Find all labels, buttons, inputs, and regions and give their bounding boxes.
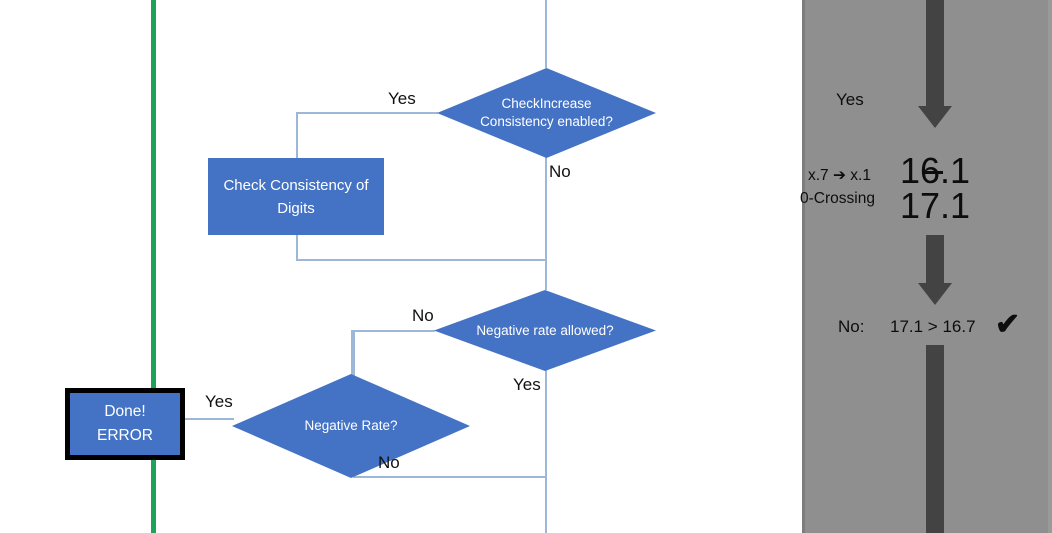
connector-yes-return-run — [296, 259, 546, 261]
process-label: Check Consistency of Digits — [223, 176, 369, 217]
branch-label-negative-allowed-no: No — [412, 306, 434, 325]
panel-arrow-2-head — [918, 283, 952, 305]
decision-label: Negative Rate? — [304, 418, 398, 433]
green-divider-line — [151, 0, 156, 533]
branch-label-negative-rate-yes: Yes — [205, 392, 233, 411]
decision-label: CheckIncrease Consistency enabled? — [480, 96, 613, 129]
connector-negrate-top-stub — [351, 330, 353, 376]
terminator-done-error[interactable]: Done! ERROR — [65, 388, 185, 460]
connector-negallowed-no-left-run — [353, 330, 435, 332]
panel-row-0-caption: x.7 ➔ x.1 — [808, 167, 871, 184]
panel-arrow-1-head — [918, 106, 952, 128]
panel-row-1-value: 17.1 — [900, 185, 971, 226]
connector-yes-left-run — [296, 112, 438, 114]
panel-arrow-1-shaft — [926, 0, 944, 108]
process-check-consistency-of-digits[interactable]: Check Consistency of Digits — [208, 158, 384, 235]
panel-left-edge — [802, 0, 805, 533]
decision-negative-rate-allowed[interactable]: Negative rate allowed? — [434, 290, 656, 371]
panel-comparison-expression: 17.1 > 16.7 — [890, 317, 976, 336]
connector-spine-top — [545, 0, 547, 68]
decision-negative-rate[interactable]: Negative Rate? — [232, 374, 470, 478]
branch-label-check-increase-no: No — [549, 162, 571, 181]
panel-arrow-3-shaft — [926, 345, 944, 533]
panel-yes-label: Yes — [836, 90, 864, 109]
terminator-line-1: Done! — [104, 403, 146, 420]
connector-process-top-stub — [296, 112, 298, 158]
terminator-line-2: ERROR — [97, 427, 153, 444]
decision-check-increase-consistency[interactable]: CheckIncrease Consistency enabled? — [437, 68, 656, 158]
connector-negrate-yes-run — [175, 418, 234, 420]
connector-negrate-no-return-run — [353, 476, 546, 478]
panel-row-0-value-text: 16.1 — [900, 150, 971, 191]
panel-right-edge — [1048, 0, 1052, 533]
connector-spine-mid — [545, 157, 547, 290]
branch-label-negative-rate-no: No — [378, 453, 400, 472]
connector-process-bottom-stub — [296, 235, 298, 260]
branch-label-check-increase-yes: Yes — [388, 89, 416, 108]
panel-comparison-prefix: No: — [838, 317, 865, 336]
panel-row-1-caption: 0-Crossing — [800, 190, 875, 207]
strikethrough-mark — [922, 171, 943, 174]
branch-label-negative-allowed-yes: Yes — [513, 375, 541, 394]
connector-spine-lower — [545, 370, 547, 533]
decision-label: Negative rate allowed? — [476, 322, 614, 338]
panel-arrow-2-shaft — [926, 235, 944, 285]
panel-row-0-value: 16.1 — [900, 150, 1052, 192]
check-mark-icon: ✔ — [995, 308, 1021, 341]
